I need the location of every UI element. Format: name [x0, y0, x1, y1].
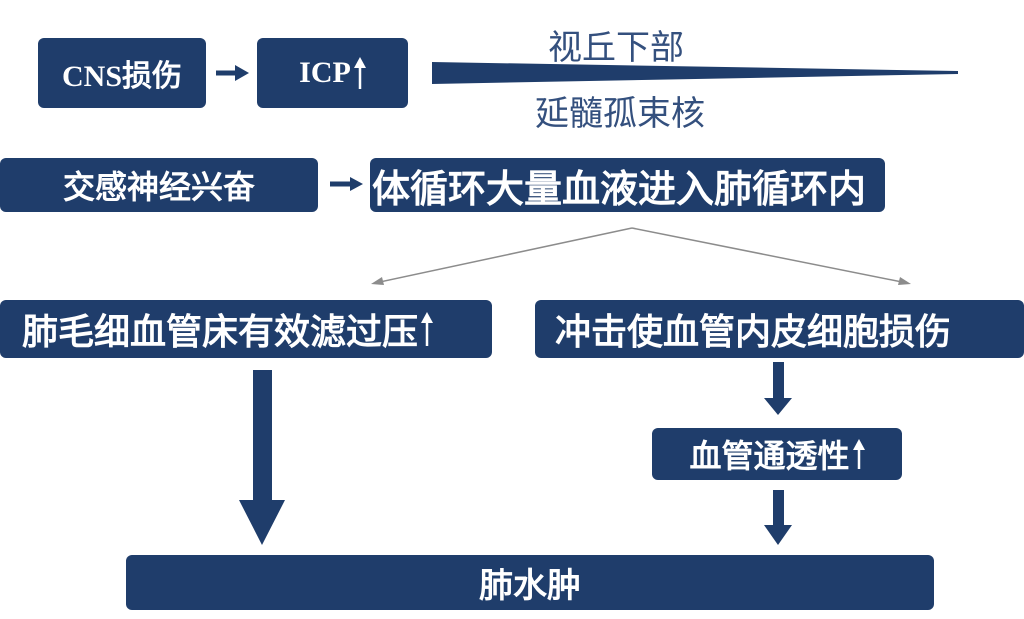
up-arrow-icon	[353, 57, 366, 89]
node-icp: ICP	[257, 38, 408, 108]
arrow-filtration-to-edema	[239, 370, 285, 545]
connector-split-left	[371, 227, 633, 285]
arrow-permeability-to-edema	[764, 490, 792, 545]
arrow-sympathetic-to-blood-shift	[330, 177, 363, 191]
up-arrow-icon	[852, 439, 865, 469]
node-filtration-label: 肺毛细血管床有效滤过压	[22, 312, 419, 353]
arrow-endothelial-to-permeability	[764, 362, 792, 415]
label-hypothalamus: 视丘下部	[548, 28, 684, 68]
node-permeability-label: 血管通透性	[689, 437, 850, 475]
node-edema-label: 肺水肿	[479, 566, 581, 606]
node-blood-shift-label: 体循环大量血液进入肺循环内	[372, 166, 867, 211]
connector-split-right	[631, 227, 911, 285]
node-permeability: 血管通透性	[652, 428, 902, 480]
node-cns-injury: CNS损伤	[38, 38, 206, 108]
node-sympathetic-label: 交感神经兴奋	[62, 168, 255, 206]
node-endothelial-injury: 冲击使血管内皮细胞损伤	[535, 300, 1024, 358]
node-endothelial-label: 冲击使血管内皮细胞损伤	[555, 312, 952, 353]
node-icp-label: ICP	[299, 56, 351, 89]
node-filtration-pressure: 肺毛细血管床有效滤过压	[0, 300, 492, 358]
node-sympathetic-excitation: 交感神经兴奋	[0, 158, 318, 212]
node-pulmonary-edema: 肺水肿	[126, 555, 934, 610]
arrow-cns-to-icp	[216, 65, 249, 81]
up-arrow-icon	[421, 312, 434, 346]
node-cns-injury-label: CNS损伤	[61, 60, 182, 93]
node-blood-shift: 体循环大量血液进入肺循环内	[370, 158, 885, 212]
label-solitary-nucleus: 延髓孤束核	[535, 94, 705, 134]
tapered-pathway-wedge	[432, 62, 958, 84]
